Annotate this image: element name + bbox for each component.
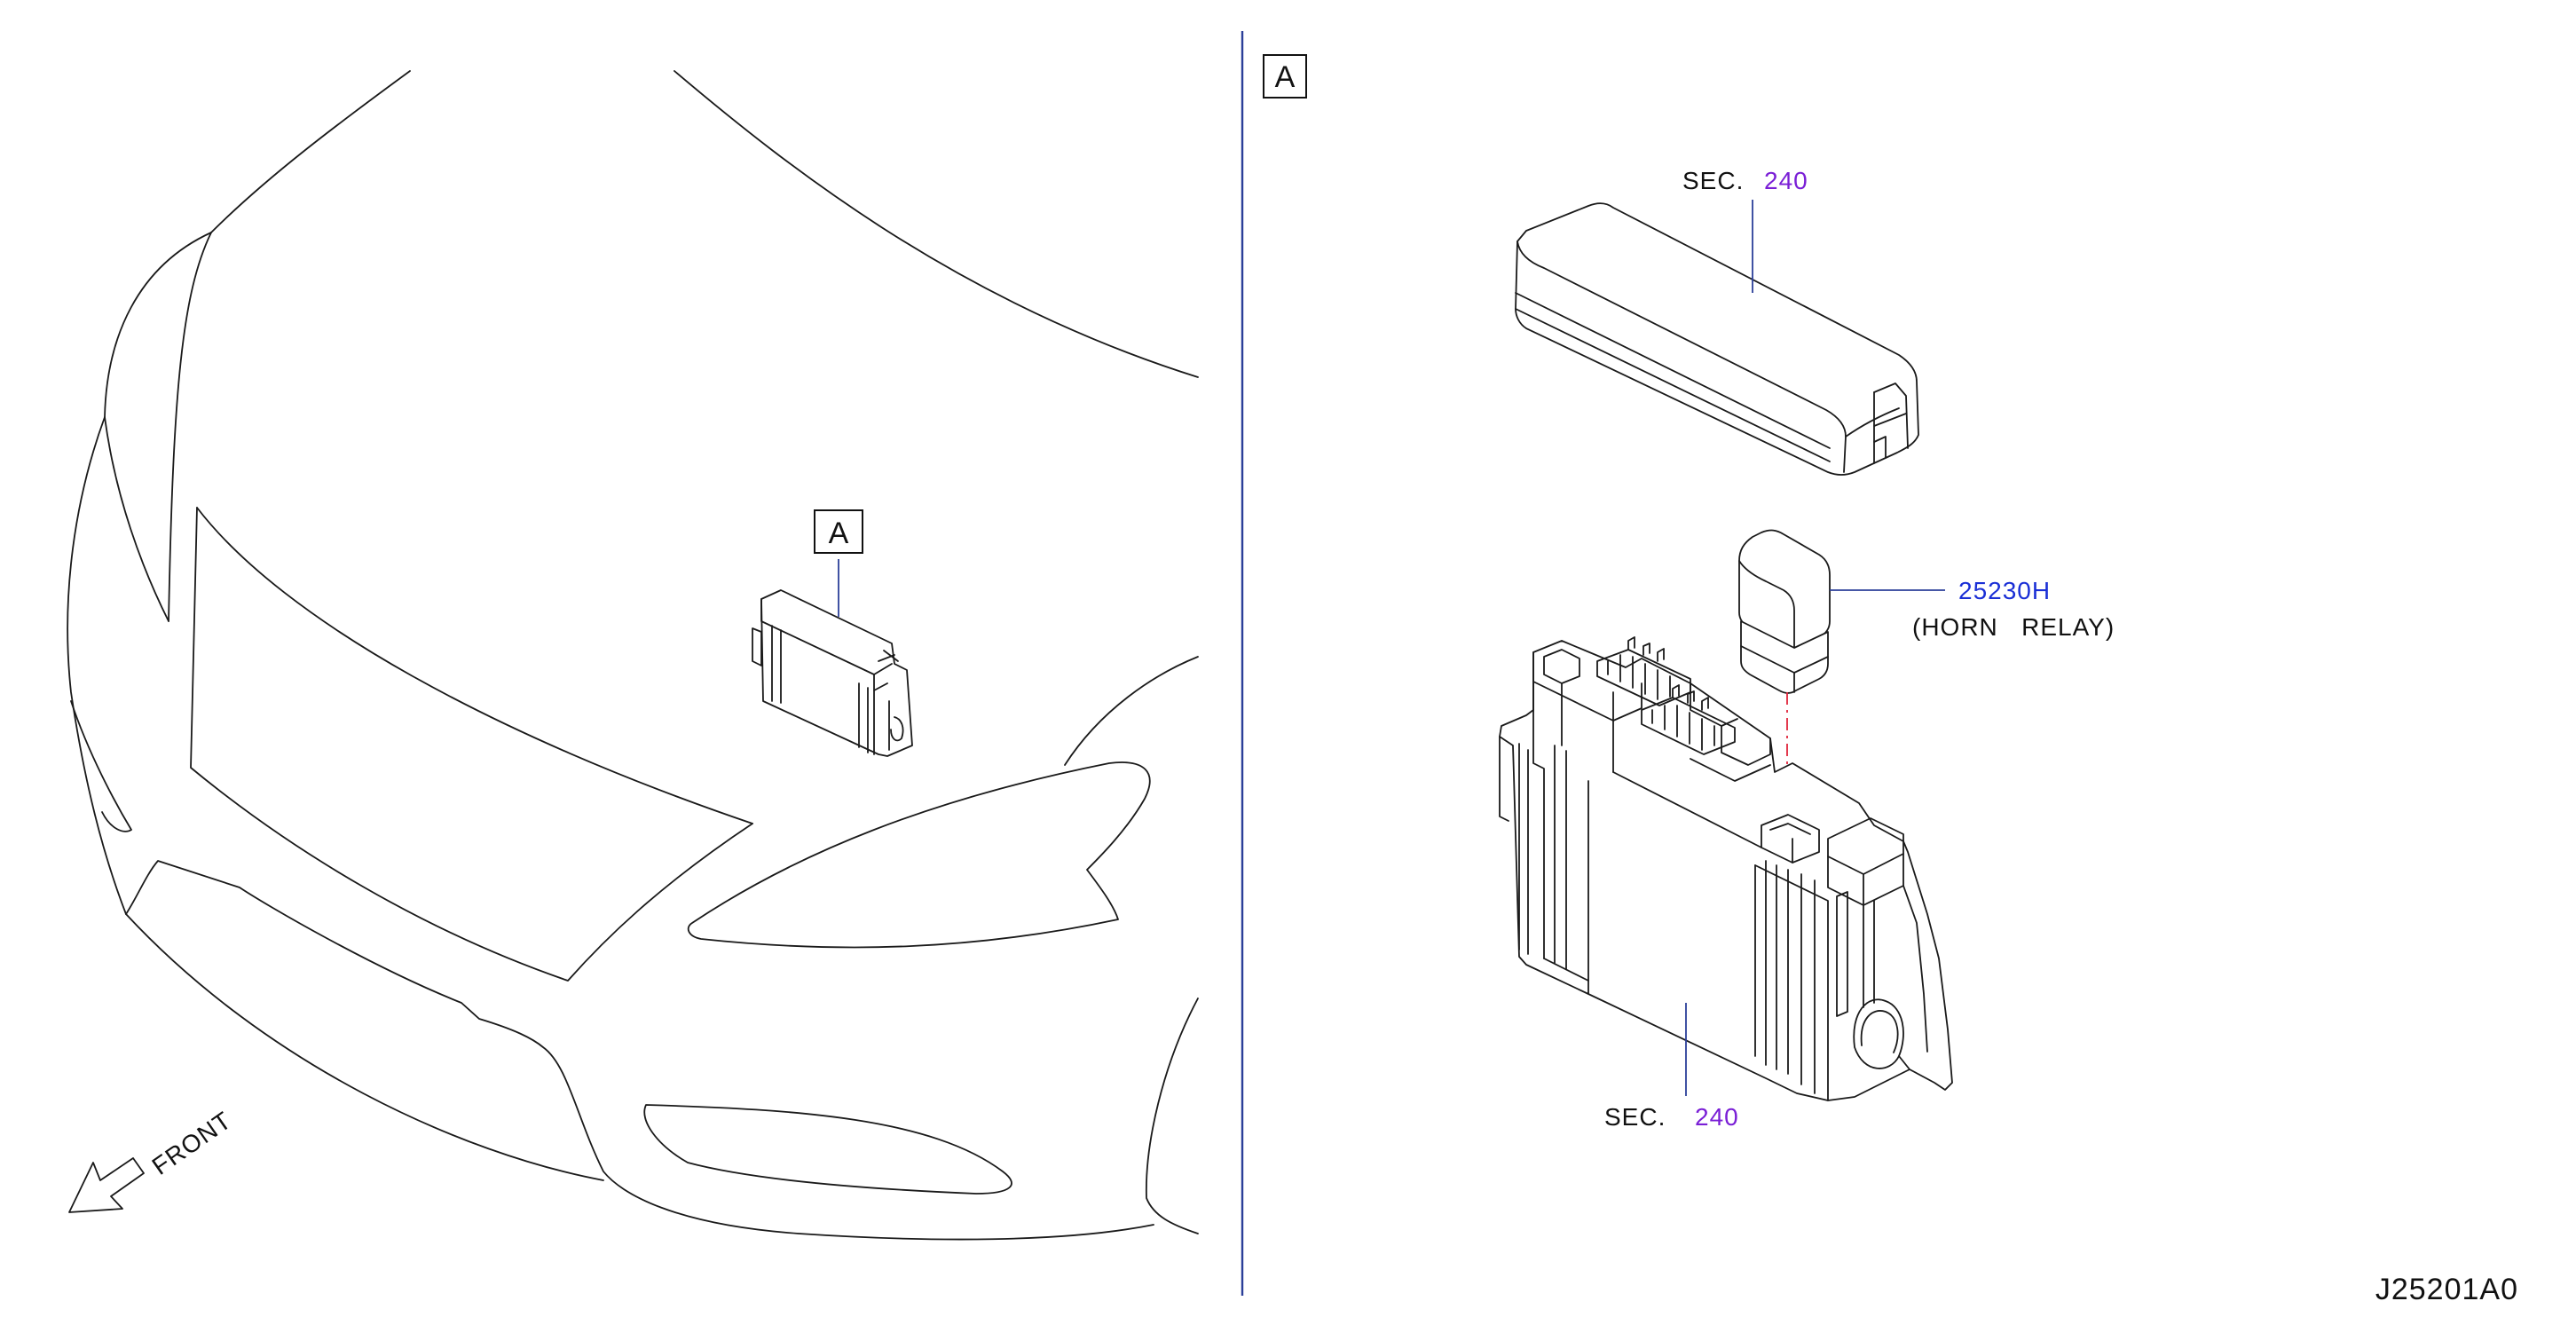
sec-bottom-link[interactable]: 240 <box>1695 1103 1739 1131</box>
horn-relay-part-number[interactable]: 25230H <box>1958 577 2051 604</box>
fuse-box-location-icon <box>752 589 913 757</box>
callout-label-left: A <box>829 517 849 550</box>
front-label: FRONT <box>147 1106 237 1180</box>
callout-box-left <box>814 509 863 554</box>
front-direction-arrow-icon <box>68 1157 145 1213</box>
fuse-box-body <box>1499 636 1953 1101</box>
fuse-box-cover <box>1515 202 1919 476</box>
horn-relay-part-name: (HORN RELAY) <box>1912 613 2115 641</box>
detail-callout-label: A <box>1275 60 1296 94</box>
sec-top-link[interactable]: 240 <box>1764 167 1808 194</box>
sec-bottom-prefix: SEC. <box>1604 1103 1666 1131</box>
horn-relay <box>1738 529 1831 694</box>
vehicle-front-outline <box>67 70 1199 1241</box>
detail-callout-box <box>1263 54 1307 99</box>
sec-top-prefix: SEC. <box>1682 167 1744 194</box>
drawing-code: J25201A0 <box>2375 1273 2518 1306</box>
